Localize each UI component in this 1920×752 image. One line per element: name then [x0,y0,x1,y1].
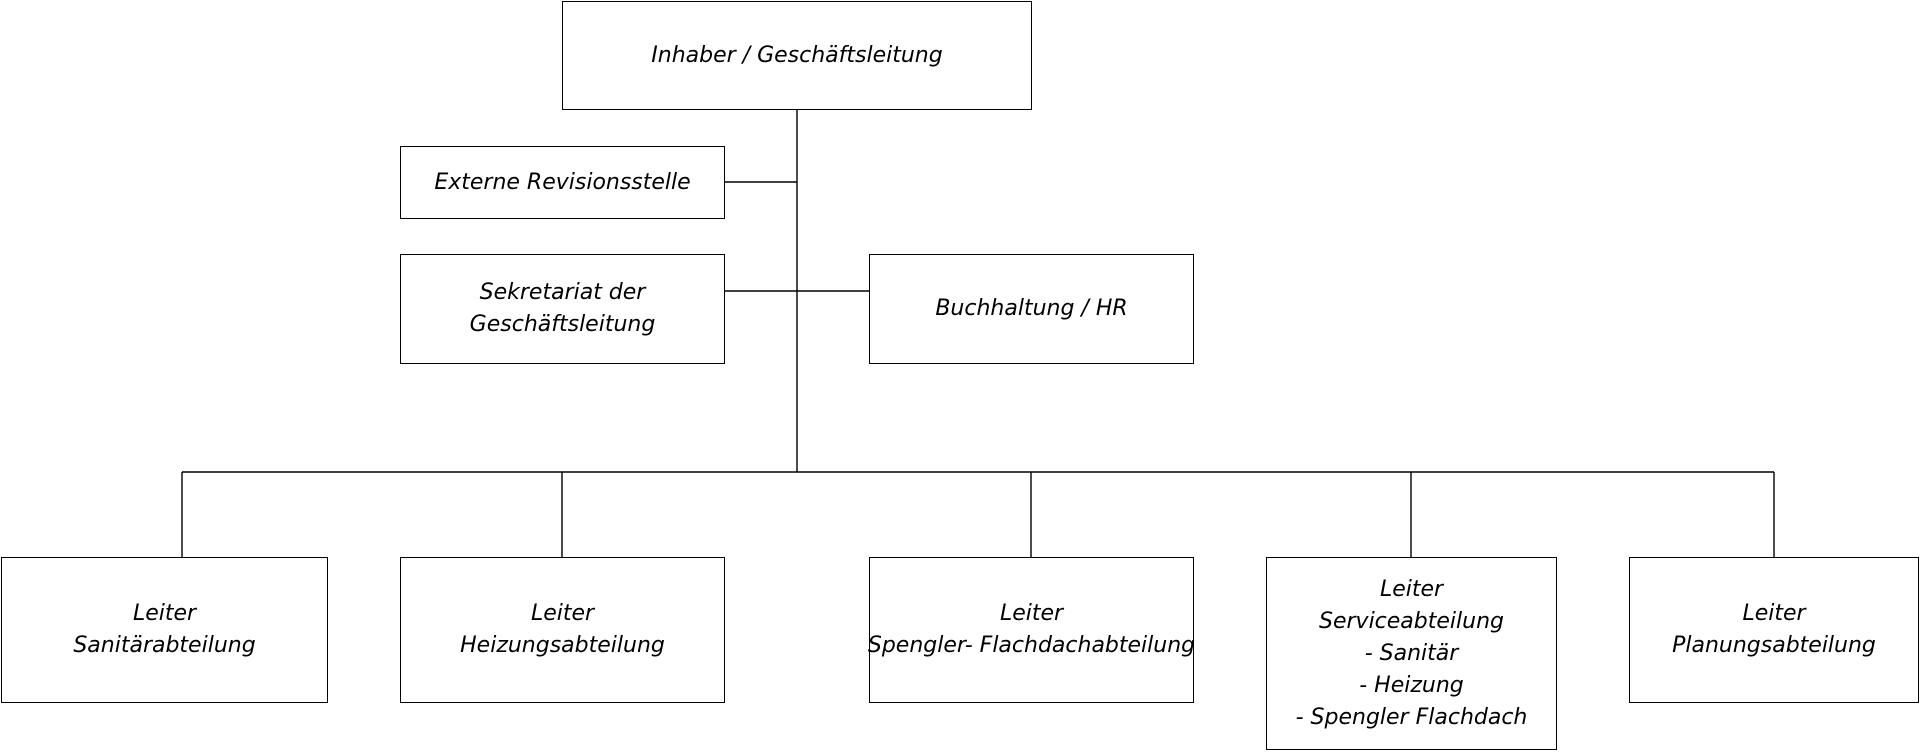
box-label-line: - Spengler Flachdach [1295,704,1528,730]
box-label-line: Sanitärabteilung [73,633,256,658]
box-leiter-serviceabteilung: Leiter Serviceabteilung - Sanitär - Heiz… [1266,557,1557,750]
box-label-line: Leiter [999,601,1064,626]
box-label-line: Planungsabteilung [1672,633,1876,658]
box-buchhaltung-hr: Buchhaltung / HR [869,254,1194,364]
box-label-line: Externe Revisionsstelle [434,169,691,195]
box-leiter-planungsabteilung: Leiter Planungsabteilung [1629,557,1919,703]
box-inhaber-geschaeftsleitung: Inhaber / Geschäftsleitung [562,1,1032,110]
box-externe-revisionsstelle: Externe Revisionsstelle [400,146,725,219]
box-label-line: - Heizung [1359,672,1464,698]
box-label-line: - Sanitär [1364,640,1459,666]
box-label-line: Serviceabteilung [1319,608,1504,634]
box-sekretariat: Sekretariat der Geschäftsleitung [400,254,725,364]
box-label-line: Heizungsabteilung [460,633,665,658]
box-label-line: Leiter [132,601,197,626]
box-label-line: Inhaber / Geschäftsleitung [651,42,943,68]
box-leiter-spengler-flachdachabteilung: Leiter Spengler- Flachdachabteilung [867,557,1196,703]
box-label-line: Sekretariat der [479,280,646,305]
box-leiter-heizungsabteilung: Leiter Heizungsabteilung [400,557,725,703]
box-label-line: Leiter [530,601,595,626]
box-label-line: Leiter [1379,576,1444,602]
box-label-line: Spengler- Flachdachabteilung [867,633,1196,658]
box-label-line: Buchhaltung / HR [935,296,1128,321]
box-leiter-sanitaerabteilung: Leiter Sanitärabteilung [1,557,328,703]
box-label-line: Leiter [1742,601,1806,626]
box-label-line: Geschäftsleitung [469,312,656,337]
